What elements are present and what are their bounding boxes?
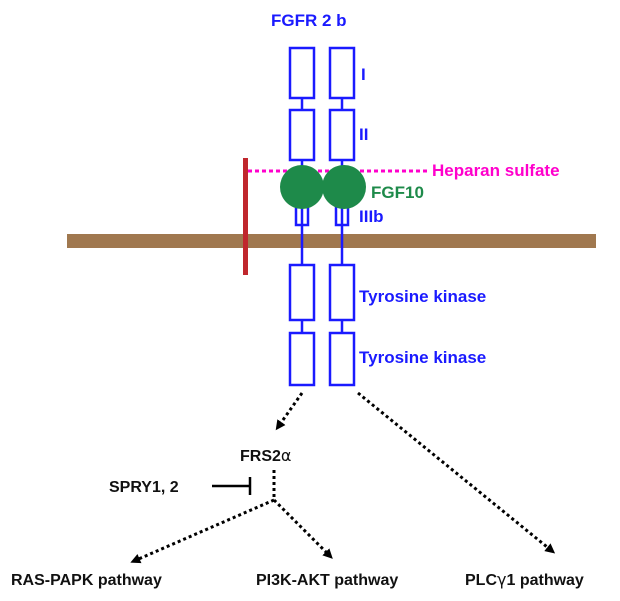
fgf10-label: FGF10 <box>371 183 424 202</box>
receptor-title: FGFR 2 b <box>271 11 347 30</box>
kinase-label-2: Tyrosine kinase <box>359 348 486 367</box>
kinase-domain-2-left <box>288 331 316 387</box>
kinase-domain-2-right <box>328 331 356 387</box>
fgf10-ligand-left <box>280 165 324 209</box>
arrow-to-plc <box>357 391 556 554</box>
arrow-to-frs2 <box>275 392 304 431</box>
frs2-alpha-label: FRS2α <box>240 446 291 465</box>
domain-label-ii: II <box>359 125 368 144</box>
heparan-sulfate-label: Heparan sulfate <box>432 161 560 180</box>
spry-label: SPRY1, 2 <box>109 479 179 496</box>
signaling-arrows <box>130 391 556 564</box>
pi3k-pathway-label: PI3K-AKT pathway <box>256 572 398 589</box>
alpha-symbol: α <box>281 446 292 465</box>
domain-label-i: I <box>361 65 366 84</box>
kinase-domain-1-left <box>288 263 316 322</box>
ig-domain-1-right <box>328 46 356 100</box>
kinase-label-1: Tyrosine kinase <box>359 287 486 306</box>
arrow-to-pi3k <box>272 498 333 559</box>
ras-pathway-label: RAS-PAPK pathway <box>11 572 162 589</box>
heparan-sulfate-bar <box>243 158 248 275</box>
cell-membrane <box>67 234 596 248</box>
domain-label-iiib: IIIb <box>359 207 384 226</box>
plc-pathway-label: PLCγ1 pathway <box>465 570 584 589</box>
fgf10-ligand-right <box>322 165 366 209</box>
ig-domain-2-left <box>288 108 316 162</box>
kinase-domain-1-right <box>328 263 356 322</box>
ig-domain-1-left <box>288 46 316 100</box>
ig-domain-2-right <box>328 108 356 162</box>
arrow-to-ras <box>130 498 275 564</box>
gamma-symbol: γ <box>497 570 506 589</box>
